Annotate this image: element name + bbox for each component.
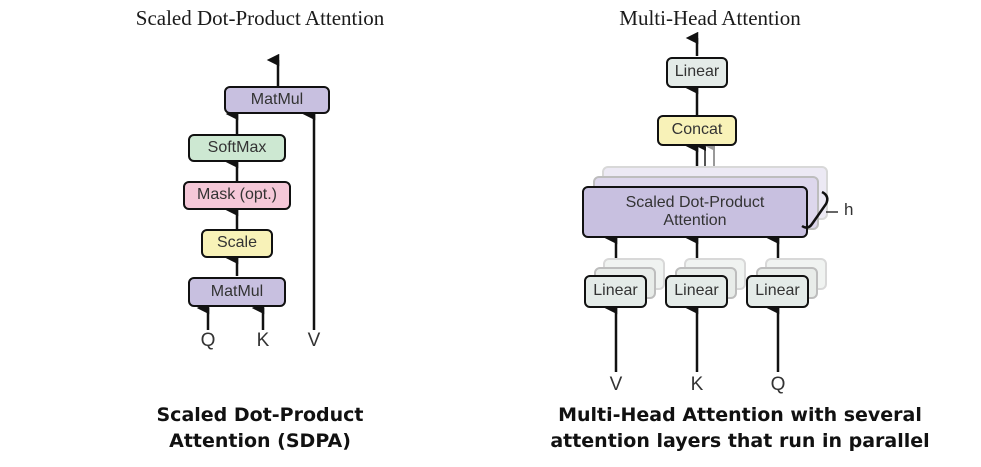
softmax-label: SoftMax <box>207 138 267 156</box>
softmax-block: SoftMax <box>188 134 286 162</box>
mask-block: Mask (opt.) <box>183 181 291 210</box>
sdpa-label-line2: Attention <box>663 212 727 229</box>
mha-diagram-title: Multi-Head Attention <box>619 6 801 30</box>
sdpa-input-v: V <box>307 330 321 351</box>
sdpa-caption-line1: Scaled Dot-Product <box>156 404 364 426</box>
sdpa-input-k: K <box>256 330 270 351</box>
mha-caption: Multi-Head Attention with several attent… <box>530 402 950 454</box>
mha-input-k: K <box>690 374 704 395</box>
scale-block: Scale <box>201 229 273 258</box>
matmul-top-label: MatMul <box>250 90 304 108</box>
sdpa-caption-line2: Attention (SDPA) <box>169 430 351 452</box>
linear-k-block: Linear <box>665 275 728 308</box>
linear-k-label: Linear <box>674 282 719 300</box>
sdpa-label-line1: Scaled Dot-Product <box>625 193 765 211</box>
mha-input-q: Q <box>770 374 786 395</box>
matmul-bottom-label: MatMul <box>210 282 264 300</box>
scale-label: Scale <box>216 234 258 252</box>
mask-label: Mask (opt.) <box>196 186 277 204</box>
linear-v-label: Linear <box>593 282 638 300</box>
mha-input-v: V <box>609 374 623 395</box>
linear-output-label: Linear <box>674 63 720 81</box>
concat-block: Concat <box>657 115 737 146</box>
sdpa-diagram-title: Scaled Dot-Product Attention <box>135 6 385 30</box>
mha-caption-line2: attention layers that run in parallel <box>550 430 930 452</box>
linear-q-block: Linear <box>746 275 809 308</box>
linear-q-label: Linear <box>755 282 800 300</box>
matmul-bottom-block: MatMul <box>188 277 286 307</box>
concat-label: Concat <box>671 121 723 139</box>
linear-v-block: Linear <box>584 275 647 308</box>
sdpa-caption: Scaled Dot-Product Attention (SDPA) <box>110 402 410 454</box>
heads-count-label: h <box>844 200 854 219</box>
matmul-top-block: MatMul <box>224 86 330 114</box>
mha-caption-line1: Multi-Head Attention with several <box>558 404 922 426</box>
heads-brace-icon <box>801 190 829 229</box>
sdpa-block: Scaled Dot-Product Attention <box>582 186 808 238</box>
linear-output-block: Linear <box>666 57 728 88</box>
sdpa-input-q: Q <box>200 330 216 351</box>
